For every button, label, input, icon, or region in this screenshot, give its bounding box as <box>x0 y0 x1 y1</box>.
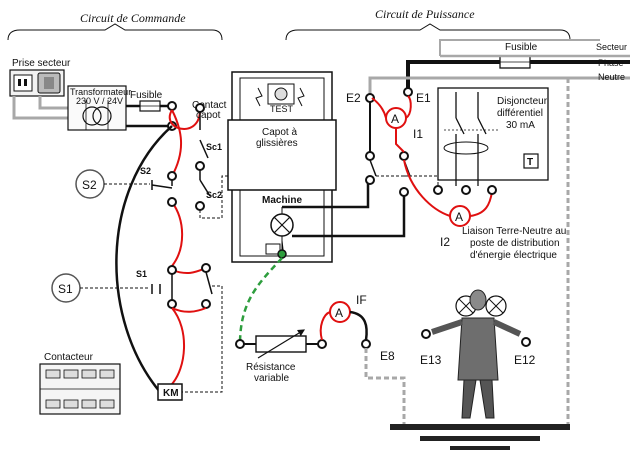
person-figure <box>421 289 531 419</box>
control-brace <box>7 23 223 41</box>
hood-contact-label-1: Contact <box>192 100 227 111</box>
neutral-label: Neutre <box>598 72 625 82</box>
hood-label-1: Capot à <box>262 127 297 138</box>
power-brace <box>285 23 571 41</box>
terminal-e8 <box>361 339 371 349</box>
test-label: TEST <box>270 104 294 114</box>
contactor-label: Contacteur <box>44 352 94 363</box>
phase-wire <box>406 60 500 88</box>
control-circuit-title: Circuit de Commande <box>80 11 186 25</box>
earth-link-label-1: Liaison Terre-Neutre au <box>462 226 566 237</box>
resistor-label-2: variable <box>254 373 289 384</box>
power-circuit-title: Circuit de Puissance <box>375 7 475 21</box>
transformer-label-1: Transformateur <box>70 87 131 97</box>
sliding-hood <box>227 119 337 191</box>
km-label: KM <box>163 388 179 399</box>
e2-label: E2 <box>346 91 361 105</box>
ground <box>390 424 570 450</box>
earth-wire <box>238 257 283 345</box>
earth-link-label-3: d'énergie électrique <box>470 250 557 261</box>
machine <box>227 71 337 263</box>
ammeter-if-label: A <box>335 306 343 320</box>
sector-label: Secteur <box>596 42 627 52</box>
s1-button-label: S1 <box>58 282 73 296</box>
e8-label: E8 <box>380 349 395 363</box>
i2-label: I2 <box>440 235 450 249</box>
socket-wire-2 <box>38 96 68 110</box>
earth-link-label-2: poste de distribution <box>470 238 560 249</box>
socket-wire-1 <box>12 96 68 120</box>
s2-label: S2 <box>140 166 151 176</box>
machine-earth-terminal <box>277 249 287 259</box>
machine-wire-1 <box>282 180 370 209</box>
machine-wire-2 <box>292 196 406 238</box>
socket <box>9 69 65 97</box>
control-fuse-label: Fusible <box>130 90 163 101</box>
breaker-label-2: différentiel <box>497 108 543 119</box>
machine-label: Machine <box>262 195 302 206</box>
sc2-label: Sc2 <box>206 190 222 200</box>
power-fuse-label: Fusible <box>505 42 538 53</box>
e12-label: E12 <box>514 353 536 367</box>
neutral-wire <box>368 76 630 98</box>
socket-label: Prise secteur <box>12 58 71 69</box>
s1-label: S1 <box>136 269 147 279</box>
contactor <box>39 363 121 415</box>
ammeter-i2-label: A <box>455 210 463 224</box>
resistor-label-1: Résistance <box>246 362 296 373</box>
test-button-t[interactable] <box>523 153 539 169</box>
if-label: IF <box>356 293 367 307</box>
terminal-e1 <box>403 87 413 97</box>
phase-label: Phase <box>598 58 624 68</box>
control-wire-3 <box>171 201 184 267</box>
ammeter-i1-label: A <box>391 112 399 126</box>
control-wire-1 <box>171 109 183 177</box>
e1-label: E1 <box>416 91 431 105</box>
transformer <box>67 85 127 131</box>
breaker-label-1: Disjoncteur <box>497 96 548 107</box>
terminal-fuse-out <box>167 101 177 111</box>
s2-button-label: S2 <box>82 178 97 192</box>
control-wire-5 <box>171 267 207 275</box>
e13-label: E13 <box>420 353 442 367</box>
hood-contact-label-2: capot <box>196 110 221 121</box>
t-button-label: T <box>527 157 533 168</box>
km-coil <box>157 383 183 401</box>
control-wire-4 <box>171 307 185 385</box>
breaker-label-3: 30 mA <box>506 120 535 131</box>
control-wire-2 <box>168 109 201 130</box>
sc1-label: Sc1 <box>206 142 222 152</box>
transformer-label-2: 230 V / 24V <box>76 96 123 106</box>
control-return-wire <box>115 125 173 393</box>
i1-label: I1 <box>413 127 423 141</box>
hood-label-2: glissières <box>256 138 298 149</box>
